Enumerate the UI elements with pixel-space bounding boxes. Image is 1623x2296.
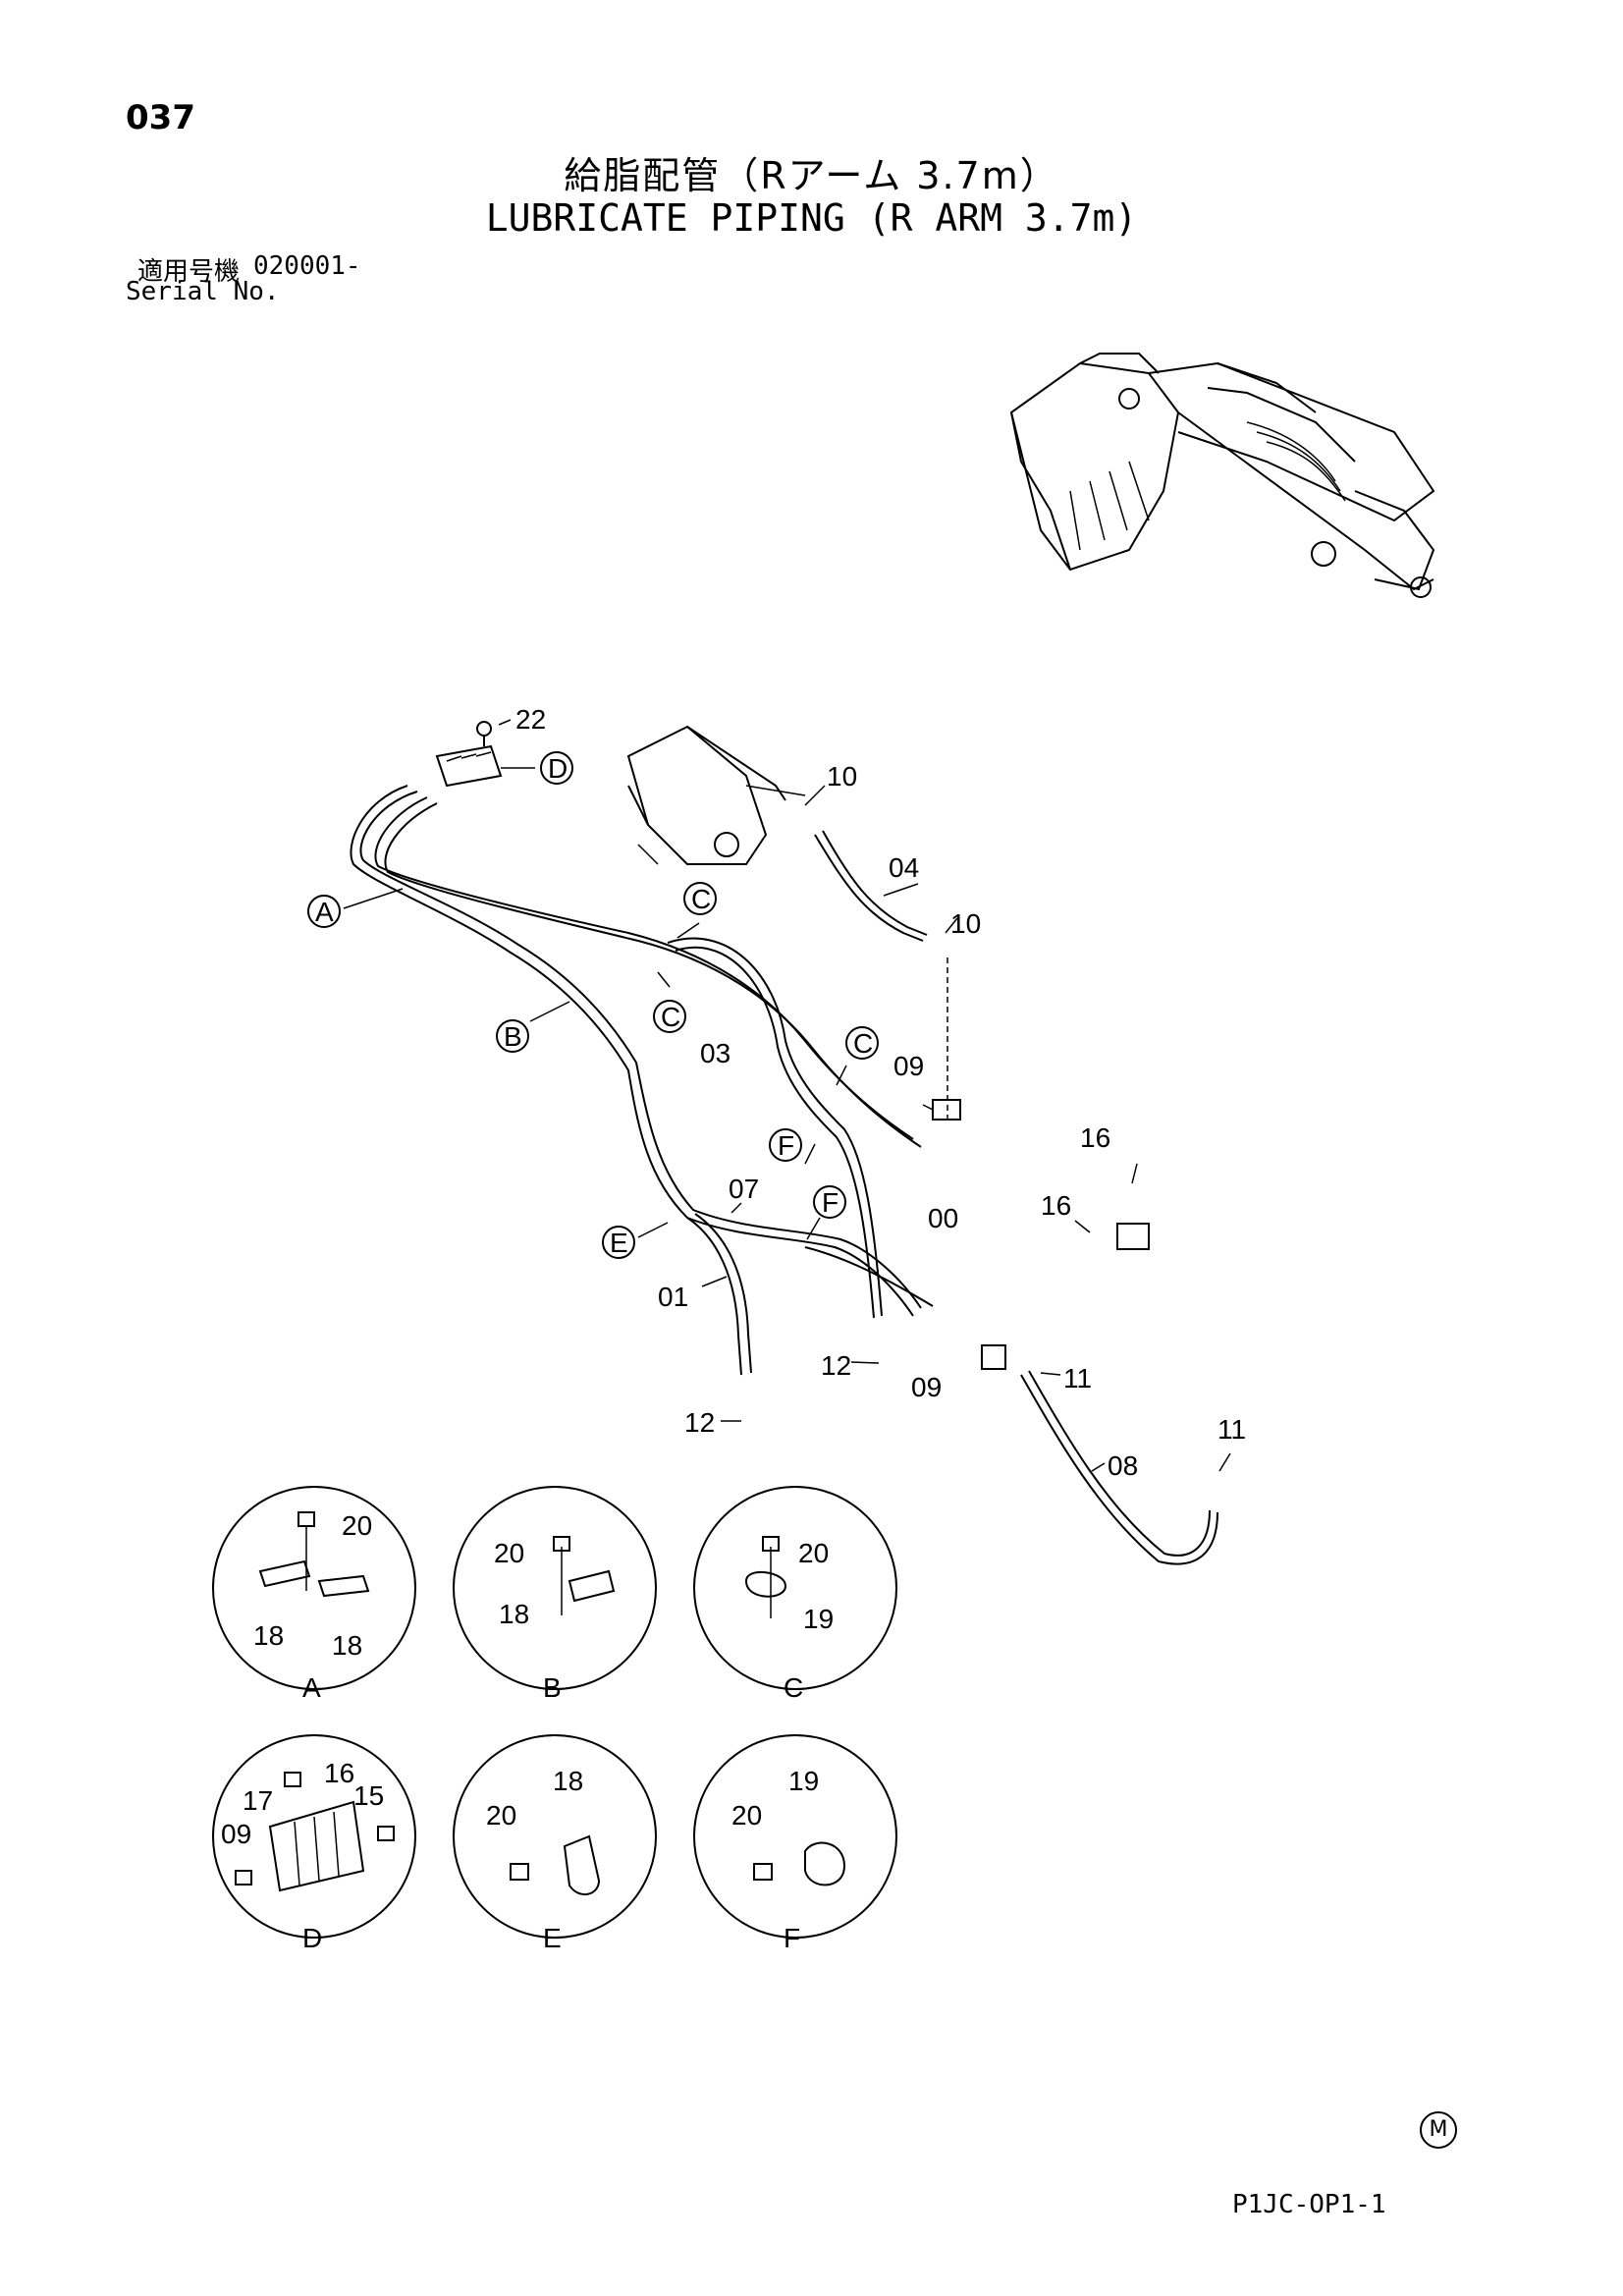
callout-00: 00 (928, 1203, 958, 1233)
detail-e-label-18: 18 (553, 1766, 583, 1796)
detail-f-letter: F (784, 1923, 800, 1953)
arm-overview-illustration (1009, 353, 1435, 598)
detail-a-label-18-left: 18 (253, 1620, 284, 1651)
detail-a-label-20: 20 (342, 1510, 372, 1541)
callout-letter-c-3: C (853, 1028, 873, 1059)
callout-11-right: 11 (1217, 1414, 1246, 1445)
serial-label-jp: 適用号機 (137, 257, 241, 287)
joint-block (981, 1344, 1006, 1370)
callout-letter-e: E (610, 1228, 628, 1258)
detail-view-f: 19 20 F (693, 1734, 897, 1953)
detail-e-label-20: 20 (486, 1800, 516, 1831)
callout-12-lower: 12 (684, 1407, 715, 1438)
detail-c-label-20: 20 (798, 1538, 829, 1568)
callout-letter-c-1: C (691, 884, 711, 914)
callout-letter-d: D (548, 753, 568, 784)
detail-b-label-20: 20 (494, 1538, 524, 1568)
callout-11-middle: 11 (1063, 1363, 1092, 1394)
detail-b-label-18: 18 (499, 1599, 529, 1629)
callout-01: 01 (658, 1282, 688, 1312)
callout-07: 07 (729, 1174, 759, 1204)
callout-09-lower: 09 (911, 1372, 942, 1402)
arm-boss-illustration (626, 725, 806, 865)
block-16 (1116, 1223, 1150, 1250)
callout-letter-f-2: F (822, 1187, 839, 1218)
detail-d-label-16: 16 (324, 1758, 354, 1788)
detail-view-e: 18 20 E (453, 1734, 657, 1953)
detail-f-label-19: 19 (788, 1766, 819, 1796)
callout-letter-f-1: F (778, 1130, 794, 1161)
leader-lines (343, 719, 1231, 1472)
callout-16-upper: 16 (1080, 1122, 1110, 1153)
detail-f-label-20: 20 (731, 1800, 762, 1831)
callout-12-middle: 12 (821, 1350, 851, 1381)
hose-08 (1020, 1374, 1218, 1565)
callout-09-upper: 09 (893, 1051, 924, 1081)
detail-d-label-15: 15 (353, 1780, 384, 1811)
page-number: 037 (126, 98, 195, 137)
detail-view-a: 20 18 18 A (212, 1486, 416, 1703)
serial-number: 020001- (253, 251, 361, 281)
callout-03: 03 (700, 1038, 730, 1068)
detail-a-letter: A (302, 1672, 321, 1703)
callout-circles (307, 751, 879, 1259)
hose-04 (814, 834, 924, 942)
detail-c-label-19: 19 (803, 1604, 834, 1634)
callout-22: 22 (515, 704, 546, 735)
callout-letter-b: B (504, 1021, 522, 1052)
callout-08: 08 (1108, 1450, 1138, 1481)
detail-d-label-09: 09 (221, 1819, 251, 1849)
serial-label-en: Serial No. (126, 277, 280, 306)
detail-a-label-18-right: 18 (332, 1630, 362, 1661)
page-title-en: LUBRICATE PIPING (R ARM 3.7m) (485, 196, 1138, 240)
grease-block (435, 721, 503, 788)
adapter-box (932, 1099, 961, 1121)
callout-10-top: 10 (827, 761, 857, 792)
callout-10-right: 10 (950, 908, 981, 939)
detail-view-b: 20 18 B (453, 1486, 657, 1703)
detail-b-letter: B (543, 1672, 562, 1703)
callout-letter-c-2: C (661, 1002, 680, 1032)
detail-view-c: 20 19 C (693, 1486, 897, 1703)
detail-d-label-17: 17 (243, 1785, 273, 1816)
maker-mark: M (1420, 2111, 1457, 2149)
callout-16-lower: 16 (1041, 1190, 1071, 1221)
callout-04: 04 (889, 852, 919, 883)
page-code: P1JC-OP1-1 (1232, 2190, 1386, 2219)
page-title-jp: 給脂配管（Rアーム 3.7m） (564, 154, 1059, 197)
hose-bundle (350, 785, 934, 1376)
detail-e-letter: E (543, 1923, 562, 1953)
detail-c-letter: C (784, 1672, 803, 1703)
detail-d-letter: D (302, 1923, 322, 1953)
detail-view-d: 16 17 15 09 D (212, 1734, 416, 1953)
callout-letter-a: A (315, 897, 334, 927)
